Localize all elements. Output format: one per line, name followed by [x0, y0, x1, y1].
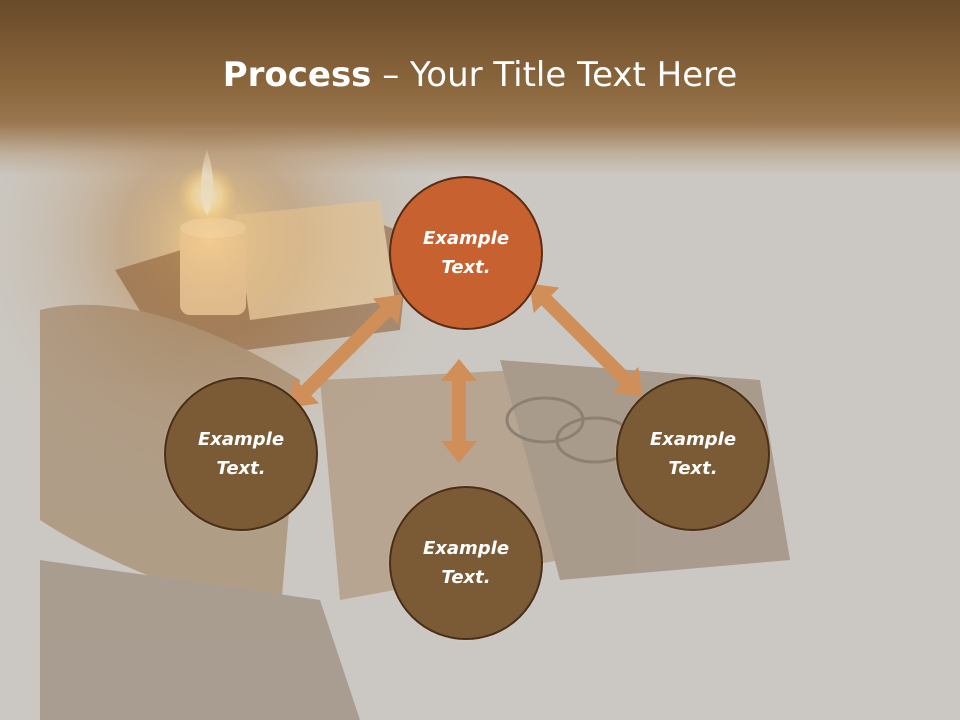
node-label: Example Text.: [649, 429, 737, 479]
double-arrow-icon: [289, 294, 403, 408]
node-label: Example Text.: [422, 228, 510, 278]
process-node-top[interactable]: Example Text.: [389, 176, 543, 330]
double-arrow-icon: [529, 283, 643, 397]
process-node-right[interactable]: Example Text.: [616, 377, 770, 531]
node-label: Example Text.: [422, 538, 510, 588]
process-node-bottom[interactable]: Example Text.: [389, 486, 543, 640]
node-label: Example Text.: [197, 429, 285, 479]
title-rest: – Your Title Text Here: [371, 55, 738, 95]
title-bar: [0, 0, 960, 175]
process-node-left[interactable]: Example Text.: [164, 377, 318, 531]
slide-title[interactable]: Process – Your Title Text Here: [0, 52, 960, 98]
title-bold: Process: [222, 55, 372, 95]
double-arrow-icon: [441, 359, 477, 463]
